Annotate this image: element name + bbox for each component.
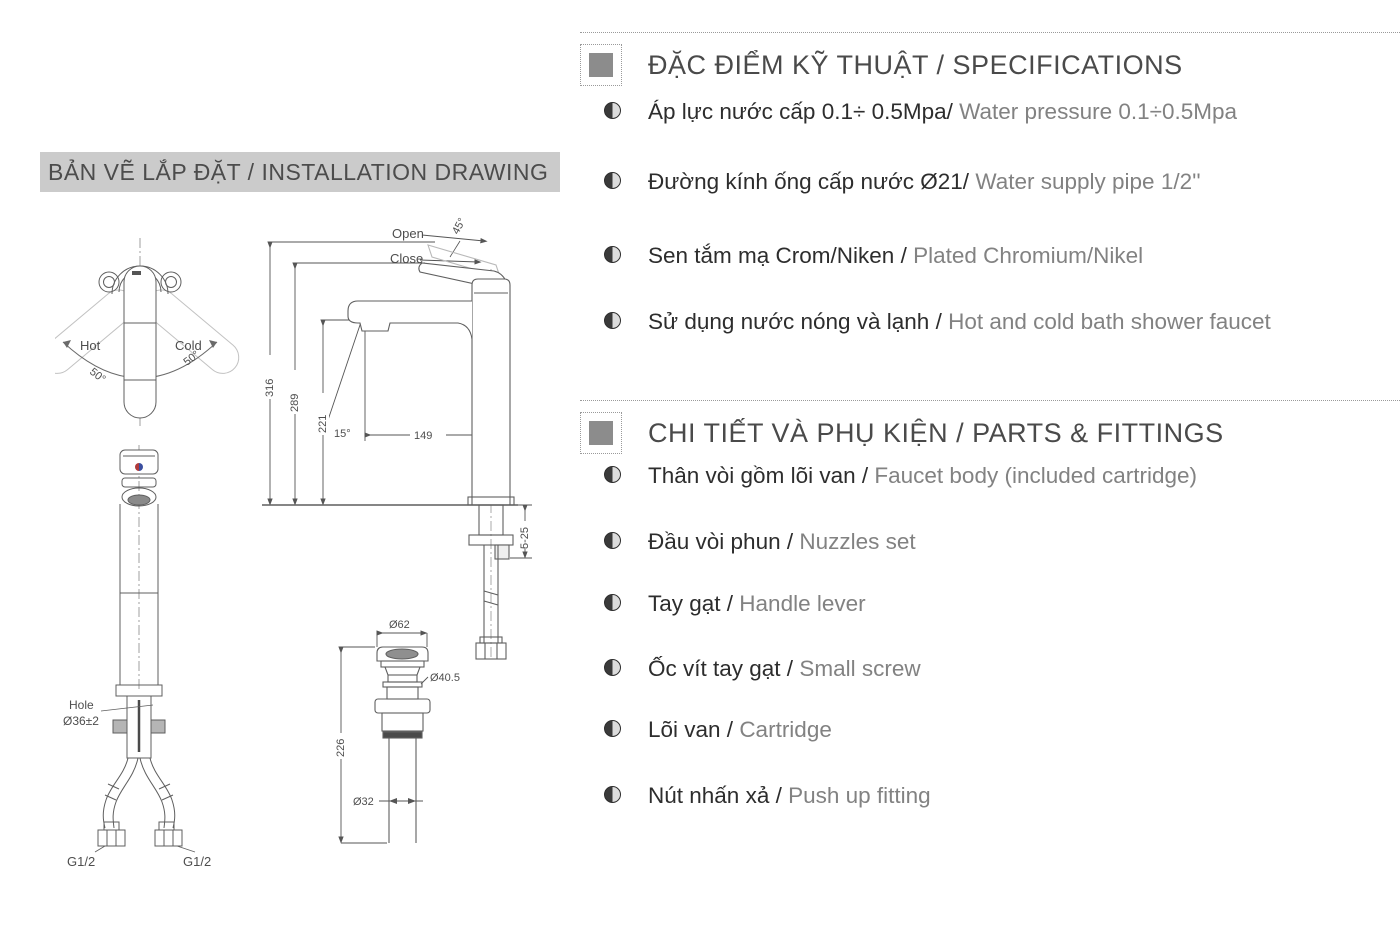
parts-top-divider — [580, 400, 1400, 401]
part-item-en: Small screw — [799, 656, 921, 681]
spec-item-en: Plated Chromium/Nikel — [913, 243, 1144, 268]
part-item-vi: Đầu vòi phun / — [648, 529, 800, 554]
dim-316-label: 316 — [264, 379, 276, 397]
part-item-en: Handle lever — [739, 591, 866, 616]
half-circle-bullet-icon — [604, 466, 621, 483]
hot-label: Hot — [80, 338, 101, 353]
part-item-faucet-body: Thân vòi gồm lõi van / Faucet body (incl… — [604, 462, 1197, 490]
spec-item-en: Water pressure 0.1÷0.5Mpa — [952, 99, 1238, 124]
specifications-title: ĐẶC ĐIỂM KỸ THUẬT / SPECIFICATIONS — [648, 49, 1183, 80]
part-item-cartridge: Lõi van / Cartridge — [604, 716, 832, 744]
cold-label: Cold — [175, 338, 202, 353]
faucet-front-view-drawing: Hole Ø36±2 G1/2 G1/2 — [63, 445, 211, 869]
half-circle-bullet-icon — [604, 720, 621, 737]
angle-left-label: 50° — [87, 366, 108, 386]
hole-diameter-label: Ø36±2 — [63, 714, 99, 728]
g-half-left-label: G1/2 — [67, 854, 95, 869]
drain-height-label: 226 — [335, 739, 347, 757]
open-angle-label: 45° — [450, 216, 468, 236]
part-item-vi: Tay gạt / — [648, 591, 740, 616]
part-item-en: Push up fitting — [788, 783, 931, 808]
hole-label: Hole — [69, 698, 94, 712]
deck-range-label: 5-25 — [519, 527, 531, 549]
parts-title: CHI TIẾT VÀ PHỤ KIỆN / PARTS & FITTINGS — [648, 417, 1224, 448]
drain-pipe-dia-label: Ø32 — [353, 796, 374, 808]
part-item-vi: Lõi van / — [648, 717, 740, 742]
spray-angle-label: 15° — [334, 428, 351, 440]
part-item-en: Cartridge — [739, 717, 832, 742]
g-half-right-label: G1/2 — [183, 854, 211, 869]
half-circle-bullet-icon — [604, 312, 621, 329]
spec-item-vi: Sử dụng nước nóng và lạnh / — [648, 309, 949, 334]
drain-fitting-drawing: Ø62 Ø40.5 226 Ø32 — [335, 619, 460, 844]
close-label: Close — [390, 251, 423, 266]
part-item-screw: Ốc vít tay gạt / Small screw — [604, 655, 921, 683]
section-square-icon — [580, 412, 622, 454]
half-circle-bullet-icon — [604, 172, 621, 189]
half-circle-bullet-icon — [604, 594, 621, 611]
half-circle-bullet-icon — [604, 786, 621, 803]
part-item-en: Faucet body (included cartridge) — [874, 463, 1198, 488]
spec-item-vi: Sen tắm mạ Crom/Niken / — [648, 243, 914, 268]
installation-drawing-title: BẢN VẼ LẮP ĐẶT / INSTALLATION DRAWING — [40, 152, 560, 192]
spec-item-en: Water supply pipe 1/2'' — [969, 169, 1201, 194]
part-item-handle: Tay gạt / Handle lever — [604, 590, 866, 618]
section-square-icon — [580, 44, 622, 86]
spec-item-plating: Sen tắm mạ Crom/Niken / Plated Chromium/… — [604, 242, 1143, 270]
part-item-en: Nuzzles set — [799, 529, 916, 554]
part-item-nozzle: Đầu vòi phun / Nuzzles set — [604, 528, 916, 556]
half-circle-bullet-icon — [604, 532, 621, 549]
spec-item-vi: Áp lực nước cấp 0.1÷ 0.5Mpa/ — [648, 99, 953, 124]
dim-289-label: 289 — [289, 394, 301, 412]
spec-item-en: Hot and cold bath shower faucet — [948, 309, 1271, 334]
part-item-vi: Nút nhấn xả / — [648, 783, 789, 808]
faucet-top-view-drawing: Hot Cold 50° 50° — [55, 238, 240, 426]
spec-item-supply-pipe: Đường kính ống cấp nước Ø21/ Water suppl… — [604, 168, 1201, 196]
specs-top-divider — [580, 32, 1400, 33]
part-item-vi: Ốc vít tay gạt / — [648, 656, 800, 681]
part-item-push-fitting: Nút nhấn xả / Push up fitting — [604, 782, 931, 810]
parts-header: CHI TIẾT VÀ PHỤ KIỆN / PARTS & FITTINGS — [580, 412, 1224, 454]
spec-item-hot-cold: Sử dụng nước nóng và lạnh / Hot and cold… — [604, 308, 1271, 336]
open-label: Open — [392, 226, 424, 241]
half-circle-bullet-icon — [604, 659, 621, 676]
drain-body-dia-label: Ø40.5 — [430, 672, 460, 684]
half-circle-bullet-icon — [604, 102, 621, 119]
dim-149-label: 149 — [414, 430, 432, 442]
half-circle-bullet-icon — [604, 246, 621, 263]
part-item-vi: Thân vòi gồm lõi van / — [648, 463, 875, 488]
specifications-header: ĐẶC ĐIỂM KỸ THUẬT / SPECIFICATIONS — [580, 44, 1183, 86]
spec-item-water-pressure: Áp lực nước cấp 0.1÷ 0.5Mpa/ Water press… — [604, 98, 1237, 126]
faucet-side-view-drawing: Open Close 45° 316 289 221 149 15° 5-25 — [262, 216, 532, 660]
drain-flange-dia-label: Ø62 — [389, 619, 410, 631]
spec-item-vi: Đường kính ống cấp nước Ø21/ — [648, 169, 970, 194]
dim-221-label: 221 — [317, 415, 329, 433]
